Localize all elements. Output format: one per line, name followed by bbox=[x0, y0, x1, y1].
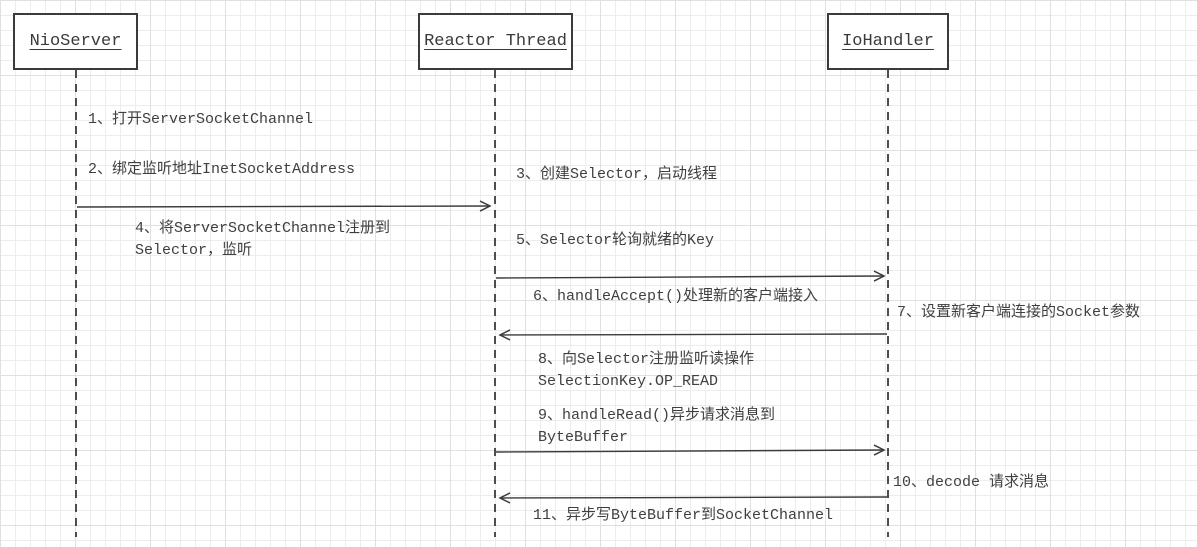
actor-label-iohandler: IoHandler bbox=[842, 32, 934, 51]
message-label-6: 6、handleAccept()处理新的客户端接入 bbox=[533, 288, 819, 305]
message-label-1: 1、打开ServerSocketChannel bbox=[88, 111, 314, 128]
message-label-4: 4、将ServerSocketChannel注册到 Selector，监听 bbox=[135, 220, 391, 259]
message-arrow-iohandler-to-reactor-register bbox=[498, 329, 888, 341]
message-label-7: 7、设置新客户端连接的Socket参数 bbox=[897, 304, 1141, 321]
message-label-10: 10、decode 请求消息 bbox=[893, 474, 1050, 491]
actor-label-nioserver: NioServer bbox=[29, 32, 122, 51]
message-label-11: 11、异步写ByteBuffer到SocketChannel bbox=[533, 507, 834, 524]
actor-label-reactor-thread: Reactor Thread bbox=[424, 32, 567, 51]
actor-box-iohandler: IoHandler bbox=[827, 13, 949, 70]
message-label-9: 9、handleRead()异步请求消息到 ByteBuffer bbox=[538, 407, 776, 446]
message-label-5: 5、Selector轮询就绪的Key bbox=[516, 232, 715, 249]
message-label-3: 3、创建Selector，启动线程 bbox=[516, 166, 718, 183]
actor-box-nioserver: NioServer bbox=[13, 13, 138, 70]
message-arrow-iohandler-to-reactor-write bbox=[498, 492, 888, 504]
actor-box-reactor-thread: Reactor Thread bbox=[418, 13, 573, 70]
message-label-8: 8、向Selector注册监听读操作 SelectionKey.OP_READ bbox=[538, 351, 755, 390]
message-arrow-nioserver-to-reactor bbox=[76, 200, 492, 212]
message-arrow-reactor-to-iohandler-accept bbox=[495, 270, 886, 282]
message-label-2: 2、绑定监听地址InetSocketAddress bbox=[88, 161, 356, 178]
message-arrow-reactor-to-iohandler-read bbox=[495, 444, 886, 456]
